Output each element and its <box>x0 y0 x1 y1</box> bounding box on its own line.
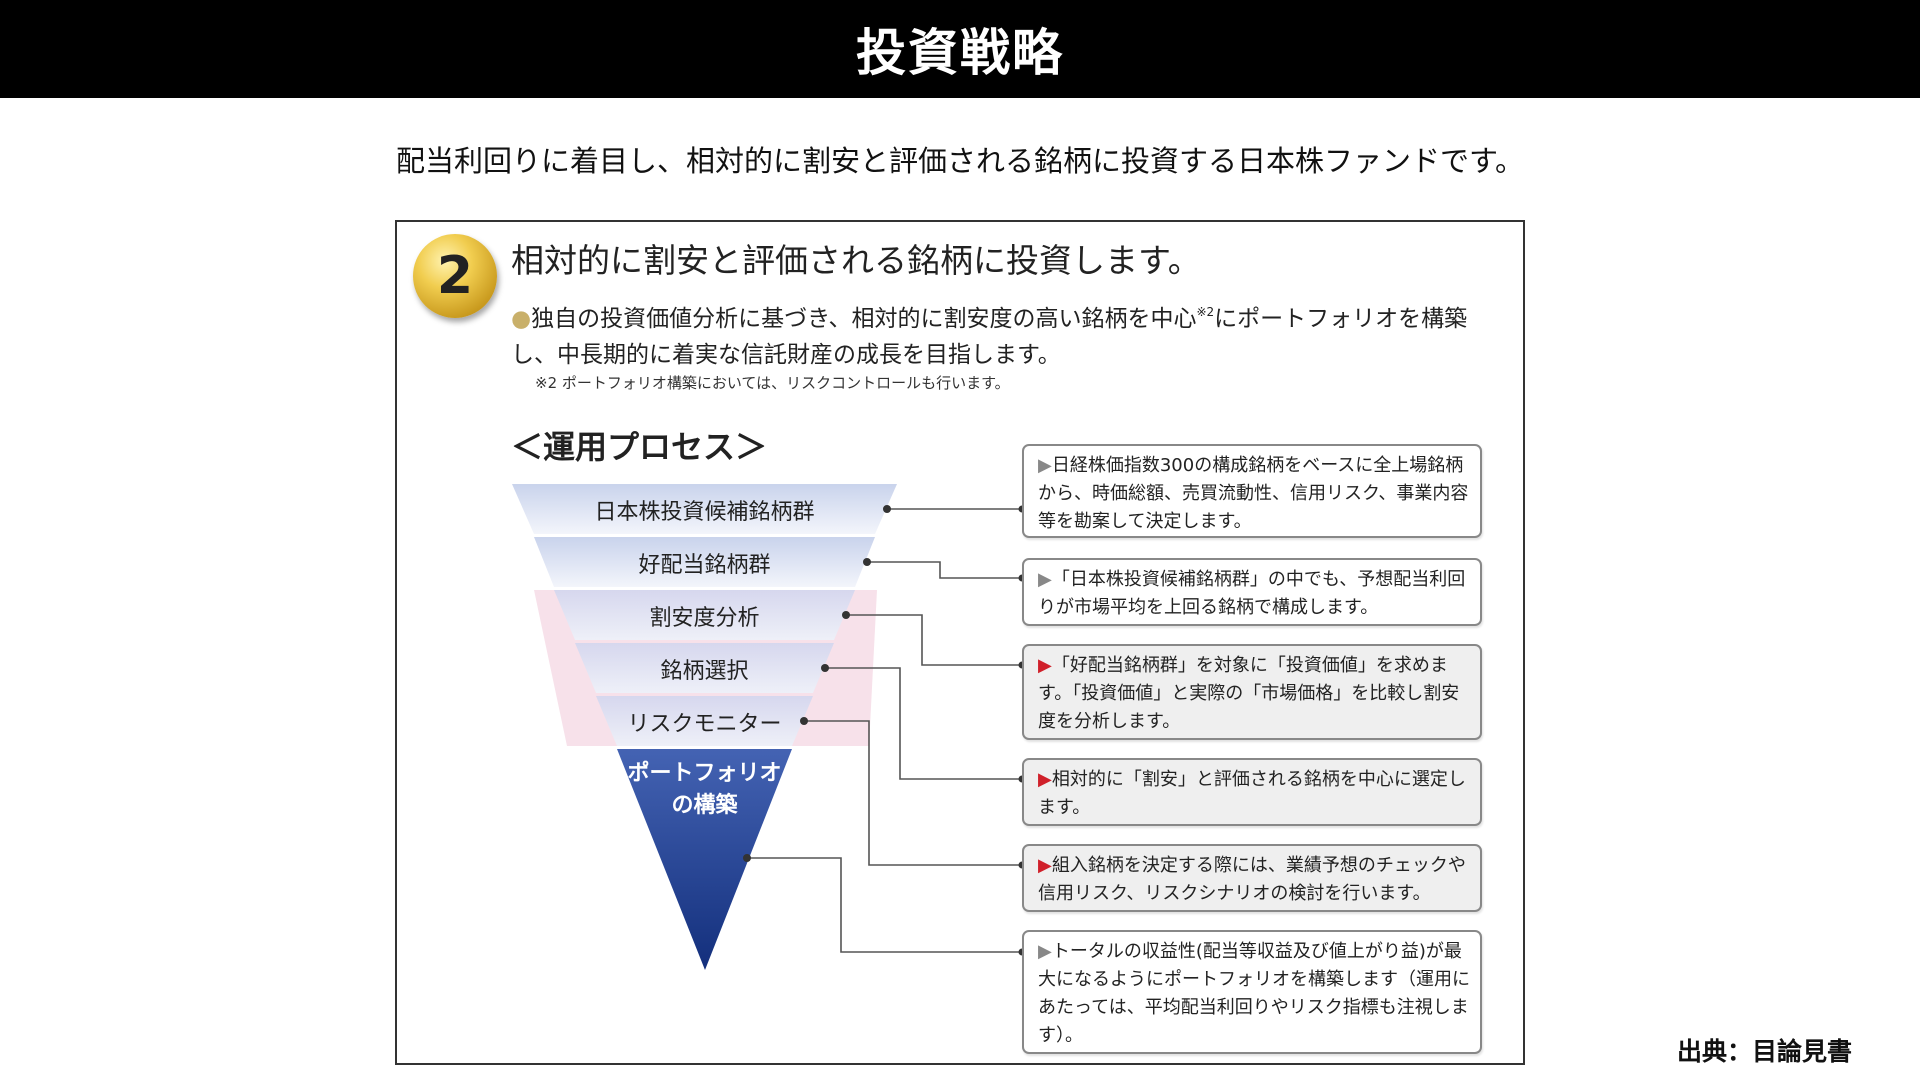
strategy-panel: 2 相対的に割安と評価される銘柄に投資します。 ●独自の投資価値分析に基づき、相… <box>395 220 1525 1065</box>
process-diagram <box>512 484 1026 970</box>
source-credit: 出典：目論見書 <box>1676 1037 1852 1066</box>
funnel-stage-3: 割安度分析 <box>649 606 760 631</box>
explanation-text: 「好配当銘柄群」を対象に「投資価値」を求めます。「投資価値」と実際の「市場価格」… <box>1038 655 1460 732</box>
connector-6 <box>747 857 1022 953</box>
triangle-marker-icon: ▶ <box>1038 769 1052 790</box>
process-title: ＜運用プロセス＞ <box>511 428 768 466</box>
funnel-stage-1-shape <box>512 484 897 534</box>
triangle-marker-icon: ▶ <box>1038 941 1052 962</box>
triangle-marker-icon: ▶ <box>1038 569 1052 590</box>
funnel-stage-4: 銘柄選択 <box>660 659 749 684</box>
explanation-box-4: ▶相対的に「割安」と評価される銘柄を中心に選定します。 <box>1022 758 1482 826</box>
connector-5 <box>804 720 1022 866</box>
funnel-final-stage: ポートフォリオ の構築 <box>617 758 792 822</box>
funnel-stage-1: 日本株投資候補銘柄群 <box>594 500 815 525</box>
page-subtitle: 配当利回りに着目し、相対的に割安と評価される銘柄に投資する日本株ファンドです。 <box>395 144 1525 178</box>
triangle-marker-icon: ▶ <box>1038 455 1052 476</box>
explanation-text: 「日本株投資候補銘柄群」の中でも、予想配当利回りが市場平均を上回る銘柄で構成しま… <box>1038 569 1466 618</box>
explanation-text: 日経株価指数300の構成銘柄をベースに全上場銘柄から、時価総額、売買流動性、信用… <box>1038 455 1469 532</box>
explanation-text: トータルの収益性(配当等収益及び値上がり益)が最大になるようにポートフォリオを構… <box>1038 941 1470 1046</box>
footnote: ※2 ポートフォリオ構築においては、リスクコントロールも行います。 <box>535 374 1010 392</box>
explanation-box-1: ▶日経株価指数300の構成銘柄をベースに全上場銘柄から、時価総額、売買流動性、信… <box>1022 444 1482 538</box>
funnel-stage-2: 好配当銘柄群 <box>638 553 771 578</box>
explanation-text: 組入銘柄を決定する際には、業績予想のチェックや信用リスク、リスクシナリオの検討を… <box>1038 855 1466 904</box>
triangle-marker-icon: ▶ <box>1038 655 1052 676</box>
triangle-marker-icon: ▶ <box>1038 855 1052 876</box>
explanation-box-6: ▶トータルの収益性(配当等収益及び値上がり益)が最大になるようにポートフォリオを… <box>1022 930 1482 1054</box>
explanation-text: 相対的に「割安」と評価される銘柄を中心に選定します。 <box>1038 769 1466 818</box>
explanation-box-5: ▶組入銘柄を決定する際には、業績予想のチェックや信用リスク、リスクシナリオの検討… <box>1022 844 1482 912</box>
page-title: 投資戦略 <box>0 0 1920 98</box>
panel-heading: 相対的に割安と評価される銘柄に投資します。 <box>511 241 1201 280</box>
funnel-stage-5: リスクモニター <box>627 712 782 737</box>
explanation-box-3: ▶「好配当銘柄群」を対象に「投資価値」を求めます。「投資価値」と実際の「市場価格… <box>1022 644 1482 740</box>
connector-2 <box>867 561 1022 579</box>
final-stage-line-1: ポートフォリオ <box>627 761 782 786</box>
number-badge: 2 <box>413 234 497 318</box>
funnel-stage-2-shape <box>534 537 875 587</box>
description-text-1: 独自の投資価値分析に基づき、相対的に割安度の高い銘柄を中心 <box>531 306 1197 332</box>
funnel-stage-5-shape <box>596 696 813 746</box>
funnel-final-shape <box>617 749 792 970</box>
final-stage-line-2: の構築 <box>671 793 738 818</box>
bullet-dot-icon: ● <box>511 306 532 332</box>
description-note-ref: ※2 <box>1196 305 1215 319</box>
panel-description: ●独自の投資価値分析に基づき、相対的に割安度の高い銘柄を中心※2にポートフォリオ… <box>511 294 1511 373</box>
explanation-box-2: ▶「日本株投資候補銘柄群」の中でも、予想配当利回りが市場平均を上回る銘柄で構成し… <box>1022 558 1482 626</box>
description-text-2: にポートフォリオを構築し、中長期的に着実な信託財産の成長を目指します。 <box>511 306 1468 368</box>
funnel-stage-4-shape <box>575 643 834 693</box>
connector-3 <box>846 614 1022 666</box>
funnel-stage-3-shape <box>554 590 855 640</box>
connector-4 <box>825 667 1022 780</box>
